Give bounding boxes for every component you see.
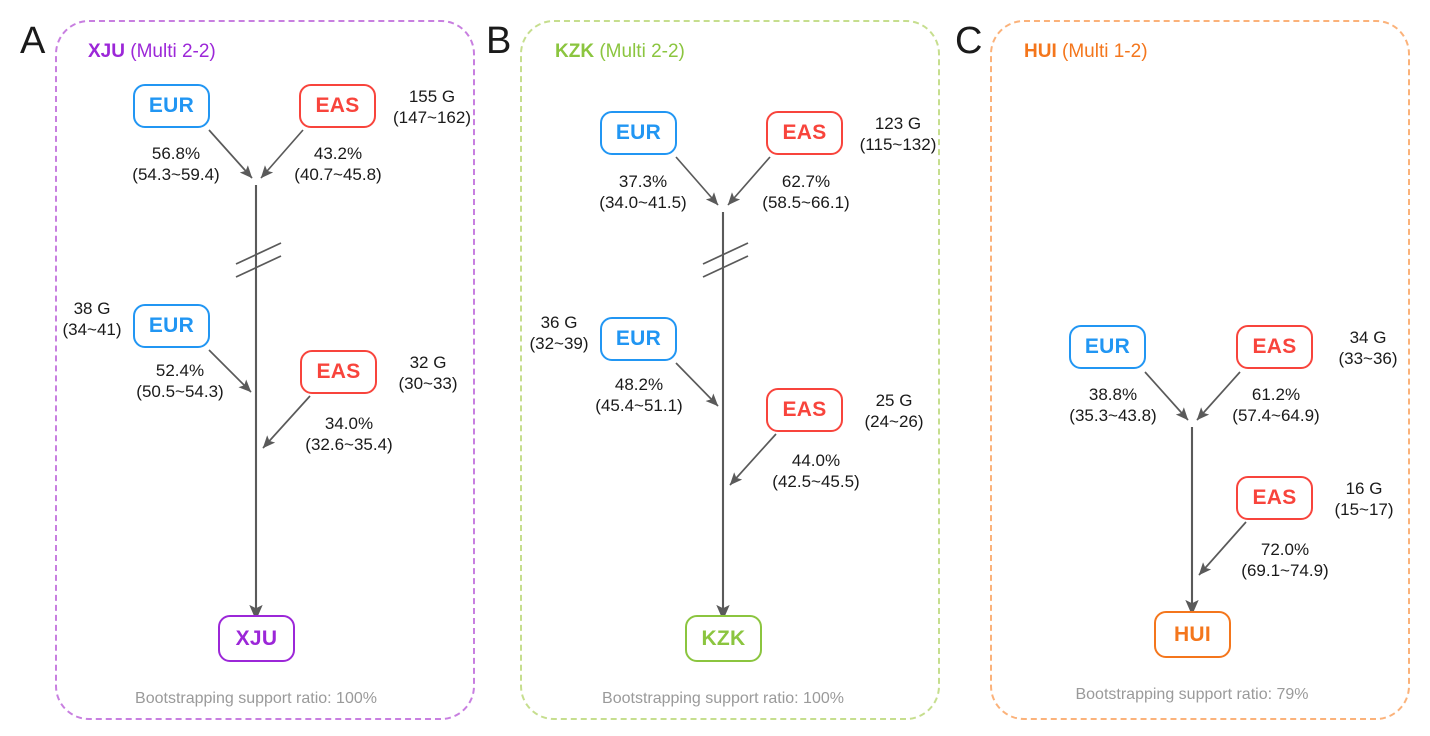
- panel-b-node-eur-mid[interactable]: EUR: [600, 317, 677, 361]
- panel-a-title-code: XJU: [88, 41, 125, 62]
- panel-b-eas-mid-proportion: 44.0% (42.5~45.5): [772, 451, 860, 491]
- panel-b-node-eur-top[interactable]: EUR: [600, 111, 677, 155]
- panel-c-letter: C: [955, 20, 983, 62]
- panel-b-node-target[interactable]: KZK: [685, 615, 762, 662]
- panel-b-eas-top-proportion: 62.7% (58.5~66.1): [762, 172, 850, 212]
- panel-c: [990, 20, 1410, 720]
- panel-a: [55, 20, 475, 720]
- panel-a-eur-mid-generations: 38 G (34~41): [62, 299, 122, 339]
- panel-a-node-target[interactable]: XJU: [218, 615, 295, 662]
- panel-b-title: KZK (Multi 2-2): [555, 42, 685, 61]
- panel-c-eas-top-generations: 34 G (33~36): [1338, 328, 1398, 368]
- panel-c-node-eas-top[interactable]: EAS: [1236, 325, 1313, 369]
- panel-a-node-eur-top[interactable]: EUR: [133, 84, 210, 128]
- panel-b-eur-mid-generations: 36 G (32~39): [529, 313, 589, 353]
- panel-a-node-eas-top[interactable]: EAS: [299, 84, 376, 128]
- panel-c-node-eur-top[interactable]: EUR: [1069, 325, 1146, 369]
- panel-c-eur-top-proportion: 38.8% (35.3~43.8): [1069, 385, 1157, 425]
- panel-a-node-eas-mid[interactable]: EAS: [300, 350, 377, 394]
- panel-b-node-eas-top[interactable]: EAS: [766, 111, 843, 155]
- panel-a-eur-top-proportion: 56.8% (54.3~59.4): [132, 144, 220, 184]
- panel-c-eas-top-proportion: 61.2% (57.4~64.9): [1232, 385, 1320, 425]
- panel-b-eas-top-generations: 123 G (115~132): [859, 114, 937, 154]
- panel-a-eas-mid-proportion: 34.0% (32.6~35.4): [305, 414, 393, 454]
- panel-c-title-suffix: (Multi 1-2): [1056, 41, 1148, 62]
- panel-b-title-suffix: (Multi 2-2): [594, 41, 685, 62]
- panel-b-footer-note: Bootstrapping support ratio: 100%: [602, 690, 844, 707]
- panel-a-letter: A: [20, 20, 46, 62]
- panel-a-eas-mid-generations: 32 G (30~33): [398, 353, 458, 393]
- panel-c-title-code: HUI: [1024, 41, 1057, 62]
- panel-a-title: XJU (Multi 2-2): [88, 42, 216, 61]
- panel-b-eas-mid-generations: 25 G (24~26): [864, 391, 924, 431]
- panel-a-footer-note: Bootstrapping support ratio: 100%: [135, 690, 377, 707]
- panel-b-node-eas-mid[interactable]: EAS: [766, 388, 843, 432]
- panel-b: [520, 20, 940, 720]
- panel-c-eas-mid-proportion: 72.0% (69.1~74.9): [1241, 540, 1329, 580]
- panel-b-eur-top-proportion: 37.3% (34.0~41.5): [599, 172, 687, 212]
- panel-b-letter: B: [486, 20, 512, 62]
- panel-c-title: HUI (Multi 1-2): [1024, 42, 1148, 61]
- panel-b-eur-mid-proportion: 48.2% (45.4~51.1): [595, 375, 683, 415]
- panel-c-eas-mid-generations: 16 G (15~17): [1334, 479, 1394, 519]
- panel-a-node-eur-mid[interactable]: EUR: [133, 304, 210, 348]
- panel-c-node-target[interactable]: HUI: [1154, 611, 1231, 658]
- panel-a-eas-top-proportion: 43.2% (40.7~45.8): [294, 144, 382, 184]
- panel-a-eur-mid-proportion: 52.4% (50.5~54.3): [136, 361, 224, 401]
- panel-b-title-code: KZK: [555, 41, 595, 62]
- panel-c-footer-note: Bootstrapping support ratio: 79%: [1075, 686, 1309, 703]
- panel-a-eas-top-generations: 155 G (147~162): [393, 87, 471, 127]
- panel-a-title-suffix: (Multi 2-2): [124, 41, 216, 62]
- panel-c-node-eas-mid[interactable]: EAS: [1236, 476, 1313, 520]
